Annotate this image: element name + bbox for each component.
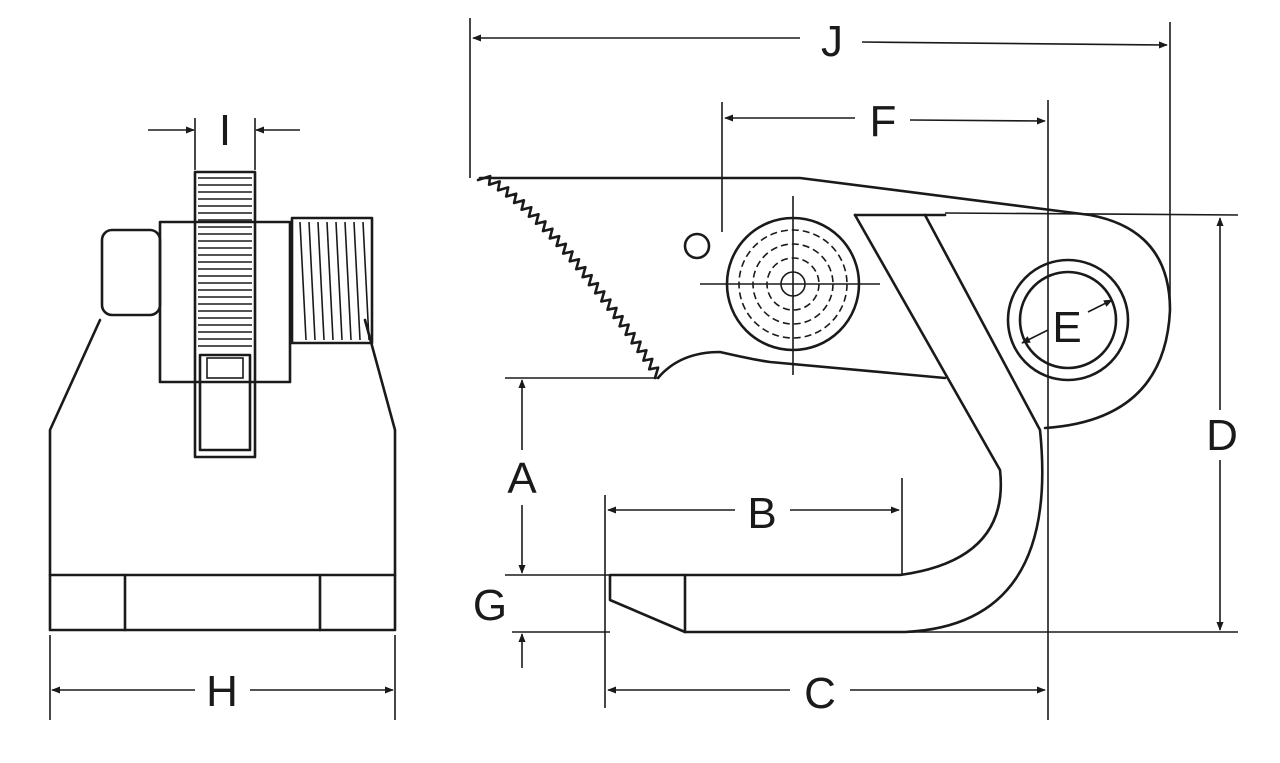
dimension-d: D bbox=[910, 212, 1239, 633]
dimension-b: B bbox=[604, 478, 903, 708]
side-view bbox=[476, 174, 1172, 634]
label-e: E bbox=[1052, 303, 1081, 352]
front-view bbox=[48, 170, 397, 632]
label-c: C bbox=[804, 669, 836, 718]
label-d: D bbox=[1206, 411, 1238, 460]
label-f: F bbox=[870, 97, 897, 146]
dimension-h: H bbox=[49, 635, 396, 720]
label-g: G bbox=[473, 581, 507, 630]
dimension-a: A bbox=[505, 377, 658, 576]
label-h: H bbox=[206, 667, 238, 716]
label-b: B bbox=[747, 489, 776, 538]
label-i: I bbox=[219, 106, 231, 155]
label-j: J bbox=[821, 17, 843, 66]
dimension-e: E bbox=[1021, 299, 1113, 352]
label-a: A bbox=[507, 454, 537, 503]
dimension-g: G bbox=[473, 581, 610, 668]
dimension-i: I bbox=[148, 106, 300, 170]
dimension-j: J bbox=[469, 17, 1171, 300]
dimension-f: F bbox=[721, 97, 1049, 720]
dimension-c: C bbox=[607, 669, 1046, 718]
